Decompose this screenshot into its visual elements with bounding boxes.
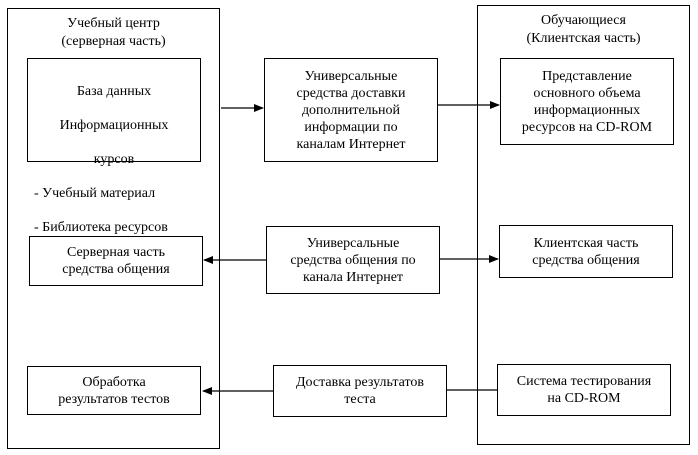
server-panel-title: Учебный центр (серверная часть) [8,15,219,51]
results-delivery-box: Доставка результатов теста [273,365,447,417]
server-panel: Учебный центр (серверная часть) [7,8,220,449]
client-panel-title-line1: Обучающиеся [541,13,626,28]
client-communication-box: Клиентская часть средства общения [499,225,673,278]
testing-system-box: Система тестирования на CD-ROM [497,364,671,416]
database-line4: - Учебный материал [34,186,156,201]
server-communication-box: Серверная часть средства общения [29,236,203,286]
delivery-means-box: Универсальные средства доставки дополнит… [264,58,438,162]
client-panel-title: Обучающиеся (Клиентская часть) [478,12,689,48]
database-line5: - Библиотека ресурсов [34,220,168,235]
database-line2: Информационных [59,118,169,133]
communication-means-box: Универсальные средства общения по канала… [266,226,440,294]
results-processing-box: Обработка результатов тестов [27,366,201,415]
client-panel-title-line2: (Клиентская часть) [526,31,641,46]
client-panel: Обучающиеся (Клиентская часть) [477,5,690,445]
database-box: База данных Информационных курсов - Учеб… [27,58,201,235]
database-line1: База данных [76,84,152,99]
server-panel-title-line2: (серверная часть) [61,34,166,49]
cdrom-presentation-box: Представление основного объема информаци… [500,58,674,145]
server-panel-title-line1: Учебный центр [67,16,160,31]
database-line3: курсов [93,152,135,167]
